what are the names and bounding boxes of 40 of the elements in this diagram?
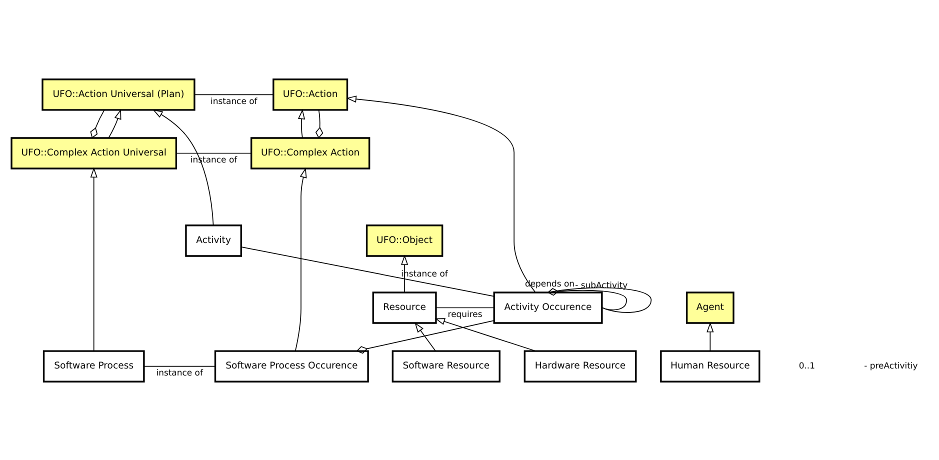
arrow xyxy=(90,166,98,351)
arrow xyxy=(346,95,536,292)
edge-label: instance of xyxy=(156,367,203,378)
edge-label: instance of xyxy=(210,96,258,106)
node-box: Software Process xyxy=(42,350,145,382)
connector xyxy=(144,365,216,366)
node-box: Hardware Resource xyxy=(524,350,637,382)
connector xyxy=(194,94,274,95)
connector xyxy=(90,109,105,138)
connector xyxy=(548,286,652,312)
edge-label: requires xyxy=(448,308,482,319)
edge-label: - subActivity xyxy=(575,279,628,290)
node-box: UFO::Object xyxy=(366,224,444,256)
connector xyxy=(176,152,252,154)
arrow xyxy=(294,167,307,351)
node-box: UFO::Action Universal (Plan) xyxy=(42,78,196,110)
label: 0..1 xyxy=(798,360,816,370)
node-box: UFO::Action xyxy=(272,78,348,110)
connector xyxy=(356,320,494,354)
arrow xyxy=(434,318,536,351)
node-box: Agent xyxy=(686,291,734,324)
node-box: Human Resource xyxy=(660,350,760,382)
node-box: Software Resource xyxy=(392,350,500,382)
arrow xyxy=(152,108,214,226)
connector xyxy=(240,246,494,296)
node-box: UFO::Complex Action Universal xyxy=(10,136,178,169)
connector xyxy=(547,288,627,310)
connector xyxy=(315,109,324,138)
arrow xyxy=(108,108,122,138)
label: - preActivitiy xyxy=(864,360,918,370)
arrow xyxy=(706,322,714,351)
node-box: Activity xyxy=(185,224,242,256)
arrow xyxy=(414,322,436,351)
arrow xyxy=(298,108,306,138)
node-box: Activity Occurence xyxy=(493,291,603,324)
node-box: UFO::Complex Action xyxy=(250,136,370,169)
arrow xyxy=(401,254,408,292)
node-box: Resource xyxy=(372,291,437,324)
connector xyxy=(436,306,494,308)
node-box: Software Process Occurence xyxy=(214,350,369,382)
